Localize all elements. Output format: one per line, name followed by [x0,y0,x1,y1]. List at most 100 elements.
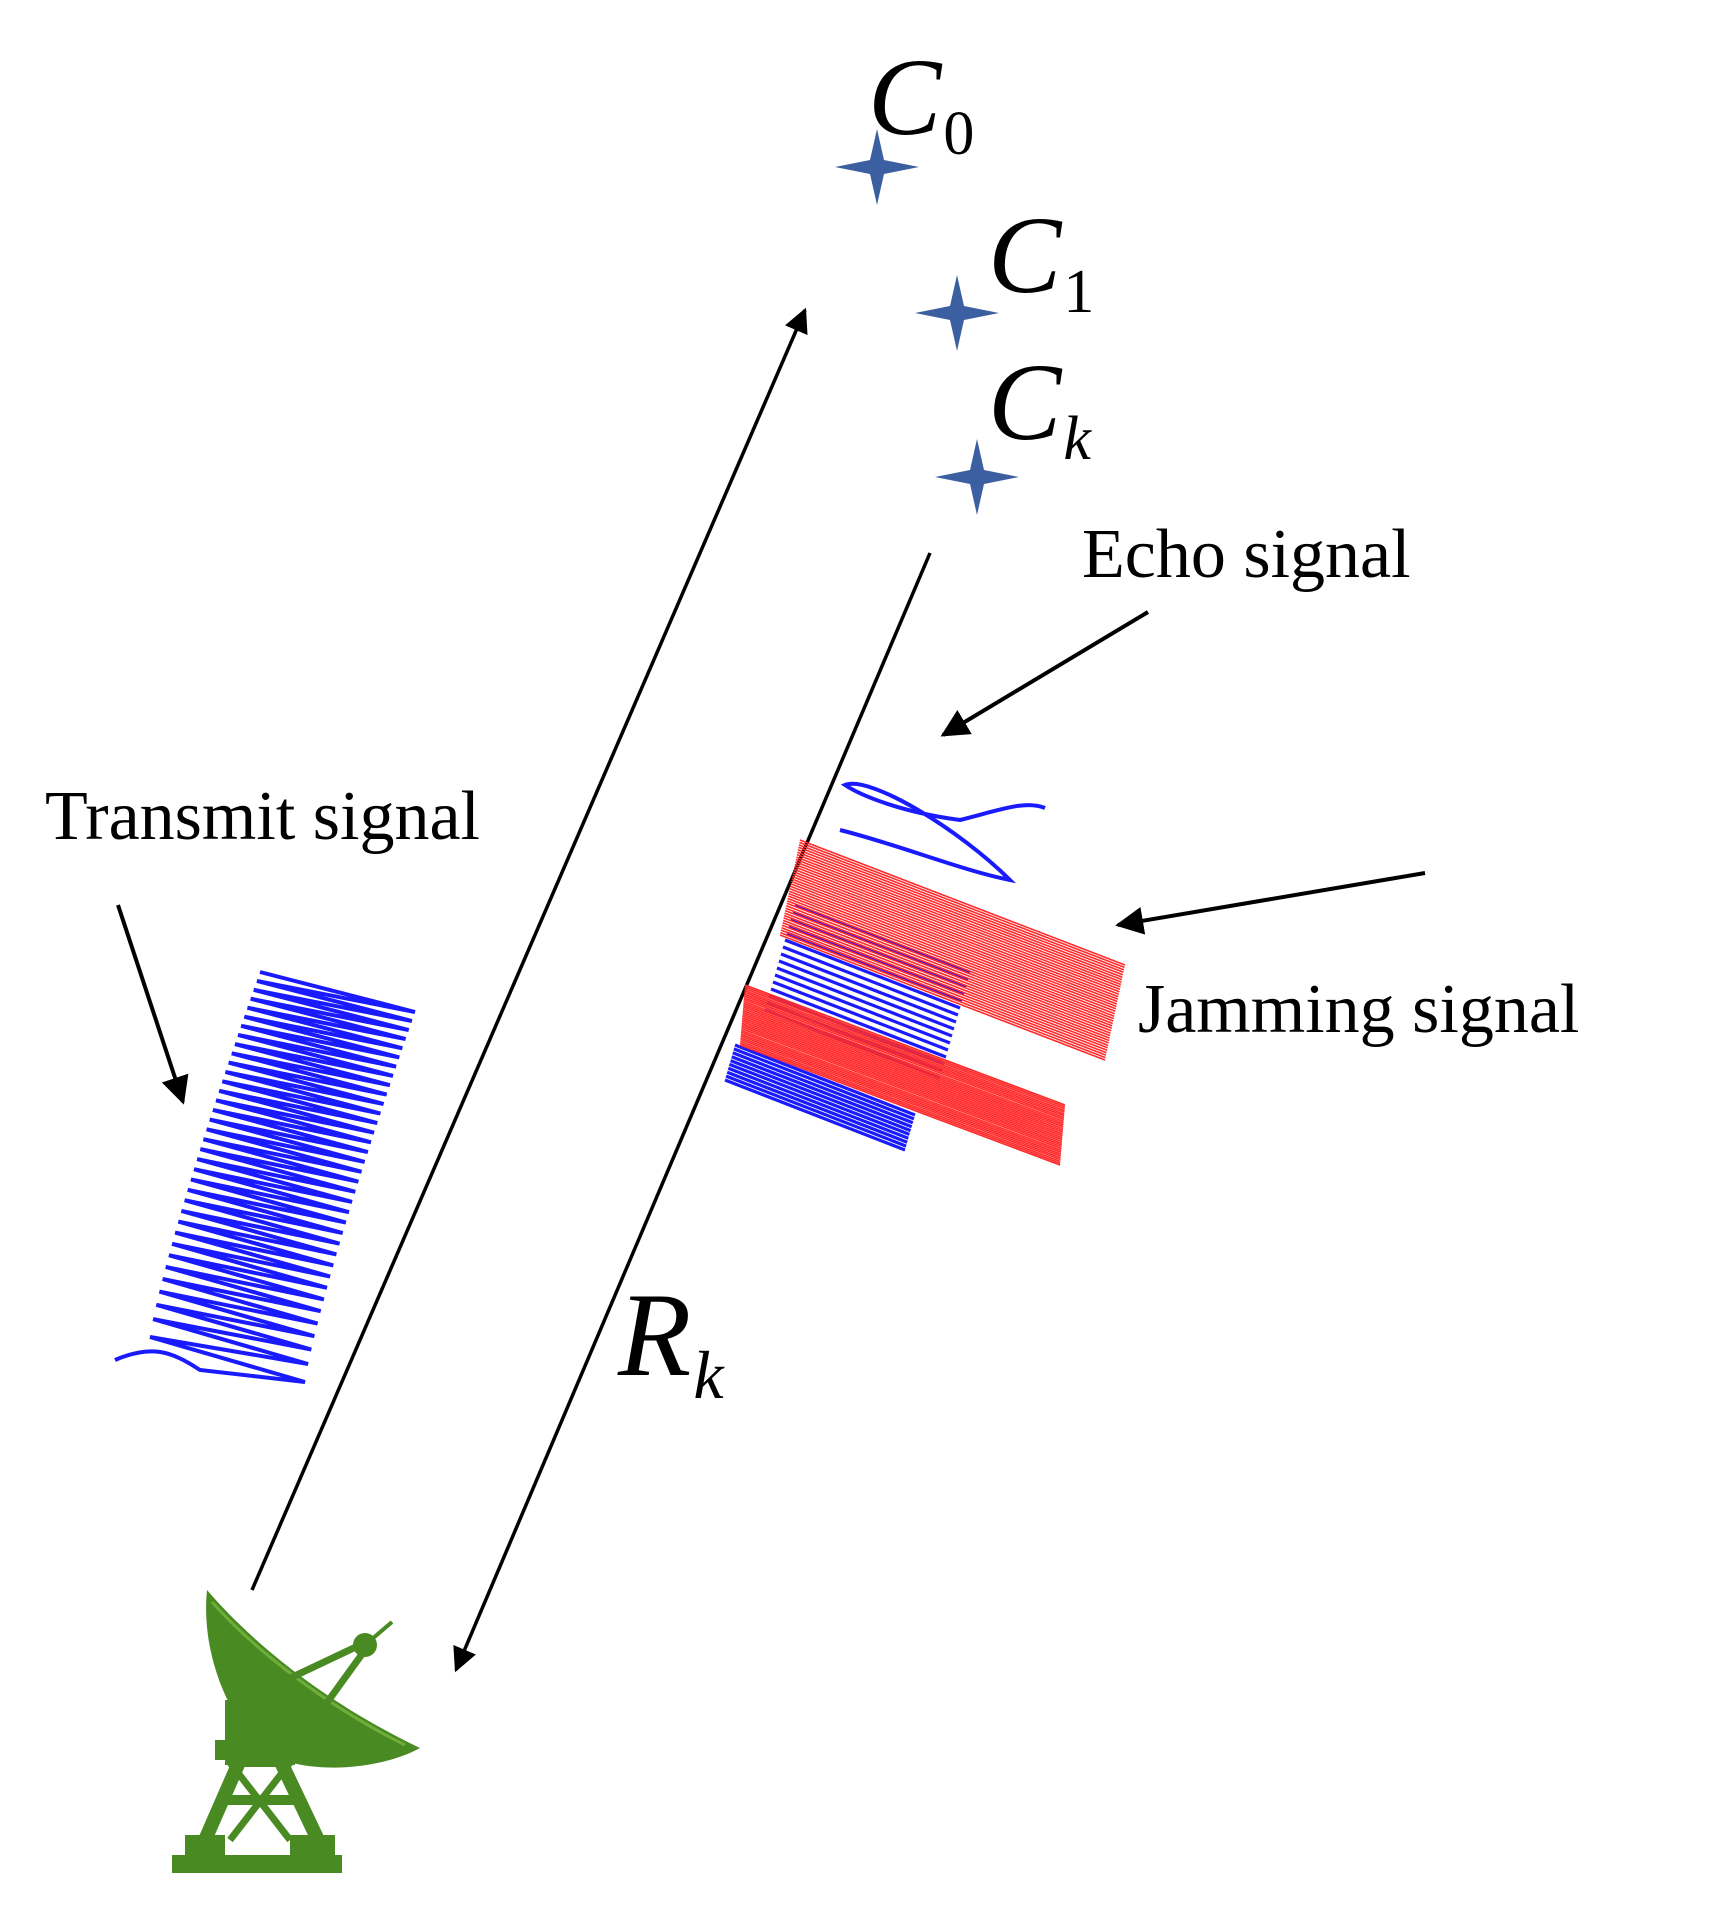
jamming-red-bundle-1-line [789,887,1115,1015]
target-c1-label: C1 [988,200,1094,323]
target-star-c1 [915,275,999,351]
jamming-red-bundle-2-line [740,1031,1062,1154]
echo-blue-bundle-1-line [770,987,947,1059]
jamming-red-bundle-2-line [743,995,1065,1117]
jamming-red-bundle-1-line [784,909,1111,1037]
jamming-red-bundle-1-line [783,917,1109,1044]
jamming-red-bundle-1-line [794,866,1120,993]
jamming-red-bundle-1-line [799,841,1125,969]
jamming-red-bundle-2-line [741,1022,1063,1144]
echo-blue-bundle-2-line [727,1066,909,1140]
transmit-chirp [114,970,416,1384]
jamming-red-bundle-1-line [792,873,1119,1000]
echo-path-arrow [453,552,932,1673]
echo-pointer-arrow [940,610,1150,737]
transmit-pointer-arrow [116,904,189,1105]
jamming-red-bundle-1-line [784,912,1110,1039]
jamming-red-bundle-2-line [744,989,1065,1112]
echo-signal-label: Echo signal [1082,516,1411,593]
jamming-red-bundle-2-line [744,991,1065,1114]
echo-blue-bundle-1-line [790,917,967,989]
jamming-red-bundle-1-line [781,926,1107,1054]
echo-blue-bundle-1-line [776,966,953,1038]
jamming-red-bundle-2-line [742,1011,1063,1134]
echo-chirp-head [839,781,1046,884]
target-ck-letter: C [988,341,1062,463]
jamming-red-bundle-2-line [740,1036,1061,1159]
echo-blue-bundle-2-line [733,1047,915,1121]
jamming-red-bundle-1-line [797,851,1123,978]
jamming-red-bundle-2-line [742,1013,1063,1135]
jamming-red-bundle-1-line [788,892,1114,1020]
jamming-red-bundle-2-line [740,1033,1062,1155]
jamming-red-bundle-1-line [787,897,1113,1025]
target-c1-letter: C [988,194,1062,316]
jamming-red-bundle-2-line [743,1002,1064,1124]
radar-antenna-icon [172,1590,420,1873]
echo-blue-bundle-2-line [725,1074,907,1148]
signal-waveforms [114,781,1126,1384]
range-rk-letter: R [618,1268,692,1401]
transmit-signal-label: Transmit signal [45,778,480,855]
range-rk-subscript: k [693,1337,724,1414]
range-rk-label: Rk [618,1275,724,1410]
echo-blue-bundle-2-line [730,1059,912,1133]
jamming-red-bundle-2-line [742,1016,1063,1139]
jamming-red-bundle-1-line [795,858,1122,986]
jamming-red-bundle-1-line [791,880,1117,1008]
jamming-red-bundle-2-line [744,987,1065,1110]
jamming-red-bundle-1-line [788,890,1115,1017]
jamming-red-bundle-2-line [743,993,1065,1115]
jamming-red-bundle-1-line [782,922,1108,1049]
jamming-red-bundle-2-line [739,1042,1061,1164]
echo-blue-bundle-1-line [772,980,949,1052]
target-ck-subscript: k [1063,404,1091,473]
jamming-red-bundle-1-line [780,929,1107,1056]
jamming-red-bundle-2-line [742,1007,1064,1130]
target-star-c0 [835,129,919,205]
jamming-red-bundle-2-line [740,1040,1061,1163]
jamming-red-bundle-2-line [744,984,1066,1106]
jamming-red-bundle-1-line [783,914,1110,1042]
jamming-red-bundle-2-line [740,1035,1062,1157]
jamming-red-bundle-2-line [743,1004,1064,1126]
jamming-red-bundle-1-line [796,856,1122,983]
jamming-red-bundle-2-line [743,998,1065,1121]
transmit-path-arrow [250,307,808,1591]
jamming-red-bundle-2-line [741,1018,1063,1141]
target-c0-subscript: 0 [943,99,975,168]
echo-blue-bundle-2-line [734,1043,916,1117]
jamming-red-bundle-2-line [741,1024,1062,1146]
jamming-red-bundle-1-line [785,907,1111,1034]
jamming-red-bundle-1-line [787,895,1114,1022]
jamming-red-bundle-1-line [785,905,1112,1032]
jamming-red-bundle-2-line [741,1026,1062,1148]
target-star-ck [935,439,1019,515]
jamming-red-bundle-2-line [740,1029,1062,1152]
jamming-red-bundle-1-line [782,919,1109,1047]
echo-blue-bundle-2-line [726,1070,908,1144]
echo-blue-bundle-2-line [724,1078,906,1152]
jamming-red-bundle-1-line [792,875,1118,1003]
jamming-red-bundle-2-line [742,1006,1064,1128]
jamming-red-bundle-2-line [740,1038,1061,1161]
jamming-red-bundle-1-line [794,863,1121,991]
echo-blue-bundle-1-line [778,959,955,1031]
jamming-red-bundle-2-line [741,1020,1063,1143]
target-ck-label: Ck [988,347,1091,470]
jamming-red-bundle-1-line [797,848,1124,976]
target-c1-subscript: 1 [1063,257,1095,326]
echo-blue-bundle-2-line [728,1062,910,1136]
jamming-red-bundle-1-line [790,883,1117,1010]
target-c0-label: C0 [868,42,974,165]
jamming-red-bundle-1-line [781,924,1108,1052]
jamming-red-bundle-2-line [743,1000,1064,1123]
jamming-signal-label: Jamming signal [1138,971,1580,1048]
jamming-red-bundle-1-line [793,870,1119,998]
jamming-red-bundle-1-line [786,900,1113,1027]
target-c0-letter: C [868,36,942,158]
jamming-red-bundle-1-line [795,861,1121,988]
jamming-red-bundle-1-line [790,885,1116,1013]
jamming-red-bundle-2-line [739,1044,1061,1166]
